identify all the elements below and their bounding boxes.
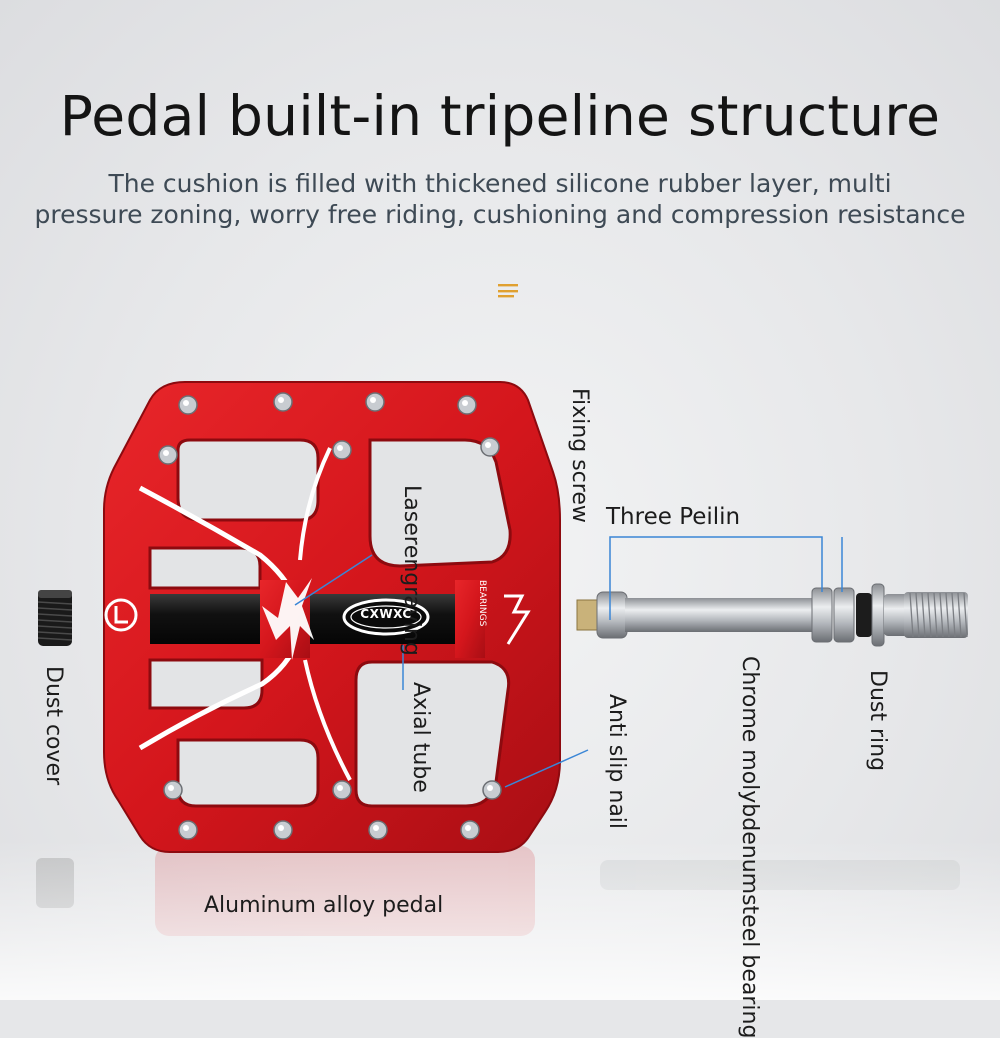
pin-highlight xyxy=(183,400,189,406)
thread-line xyxy=(963,592,968,638)
label-dust-ring: Dust ring xyxy=(865,670,890,772)
pin-highlight xyxy=(465,825,471,831)
dust-cover xyxy=(37,590,73,646)
left-side-mark-icon xyxy=(104,598,138,632)
page-subtitle: The cushion is filled with thickened sil… xyxy=(10,168,990,230)
thread-line xyxy=(927,592,932,638)
pin-highlight xyxy=(337,445,343,451)
thread-line xyxy=(37,613,73,617)
pin-highlight xyxy=(337,785,343,791)
label-anti-slip-nail: Anti slip nail xyxy=(604,694,629,830)
thread-line xyxy=(37,625,73,629)
label-dust-cover: Dust cover xyxy=(41,666,66,786)
spindle-assembly xyxy=(576,583,968,647)
thread-line xyxy=(939,592,944,638)
pin-highlight xyxy=(278,825,284,831)
pin-highlight xyxy=(485,442,491,448)
pin-highlight xyxy=(487,785,493,791)
thread-line xyxy=(921,592,926,638)
menu-lines-icon xyxy=(498,284,518,298)
bearings-text: BEARINGS xyxy=(477,580,487,627)
label-three-peilin: Three Peilin xyxy=(606,504,741,530)
pin-highlight xyxy=(183,825,189,831)
thread-line xyxy=(37,607,73,611)
page-title: Pedal built-in tripeline structure xyxy=(59,84,941,148)
thread-line xyxy=(37,637,73,641)
brand-logo-text: CXWXC xyxy=(360,607,412,621)
thread-line xyxy=(909,592,914,638)
subtitle-line-2: pressure zoning, worry free riding, cush… xyxy=(34,200,966,229)
subtitle-line-1: The cushion is filled with thickened sil… xyxy=(108,169,892,198)
pin-highlight xyxy=(370,397,376,403)
thread-line xyxy=(951,592,956,638)
pin-highlight xyxy=(373,825,379,831)
pin-highlight xyxy=(462,400,468,406)
thread-line xyxy=(945,592,950,638)
label-laser-line-2: engraving xyxy=(399,544,424,656)
label-axial-tube: Axial tube xyxy=(408,682,433,793)
brand-logo xyxy=(342,598,430,636)
pin-highlight xyxy=(163,450,169,456)
thread-line xyxy=(933,592,938,638)
three-bearings-mark xyxy=(504,594,531,645)
thread-line xyxy=(957,592,962,638)
pedal-exploded-diagram xyxy=(0,381,1000,1000)
label-laser-line-1: Laser xyxy=(399,485,424,545)
leader-lines xyxy=(294,536,843,788)
anti-slip-nails xyxy=(158,392,502,840)
thread-line xyxy=(37,631,73,635)
label-aluminum-pedal: Aluminum alloy pedal xyxy=(204,893,444,918)
label-laser-engraving: Laserengraving xyxy=(397,485,425,656)
label-fixing-screw: Fixing screw xyxy=(567,388,592,523)
thread-line xyxy=(37,619,73,623)
thread-line xyxy=(915,592,920,638)
reflection-fade xyxy=(0,840,1000,1000)
pin-highlight xyxy=(278,397,284,403)
pin-highlight xyxy=(168,785,174,791)
thread-line xyxy=(37,601,73,605)
laser-engraving-emblem-icon xyxy=(262,578,314,660)
label-chrome-line-2: steel bearing xyxy=(737,894,762,1038)
label-chrome-bearing: Chrome molybdenumsteel bearing xyxy=(734,656,764,1038)
label-chrome-line-1: Chrome molybdenum xyxy=(737,656,762,895)
